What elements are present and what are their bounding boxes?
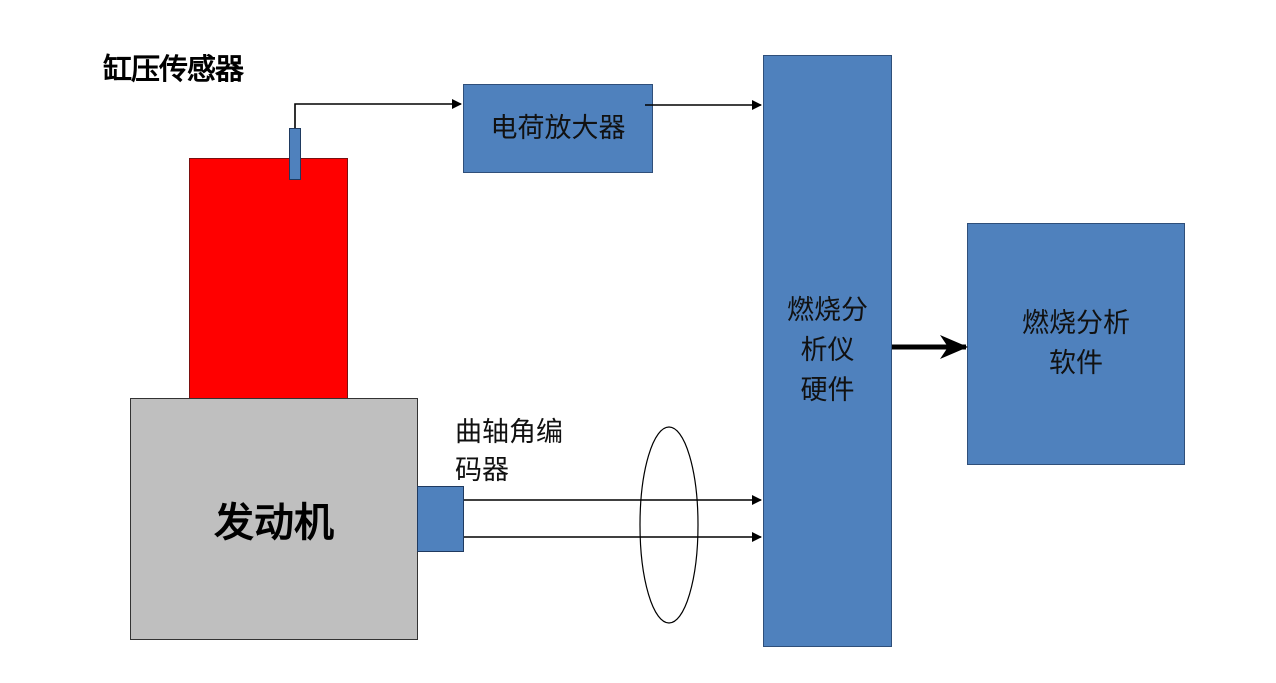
hardware-label-line2: 析仪 (800, 335, 855, 366)
encoder-label-line1: 曲轴角编 (455, 417, 563, 448)
software-label-line1: 燃烧分析 (1022, 308, 1130, 339)
charge-amplifier-box: 电荷放大器 (463, 84, 653, 173)
encoder-label: 曲轴角编 码器 (455, 414, 605, 490)
hardware-label-line3: 硬件 (800, 375, 855, 406)
crank-angle-encoder (417, 486, 464, 552)
combustion-analysis-software-box: 燃烧分析 软件 (967, 223, 1185, 465)
engine-cylinder (189, 158, 348, 399)
charge-amplifier-label: 电荷放大器 (490, 112, 626, 144)
diagram-title: 缸压传感器 (103, 52, 244, 86)
signal-bundle-ellipse (639, 426, 699, 624)
engine-block: 发动机 (130, 398, 418, 640)
encoder-label-line2: 码器 (455, 455, 509, 486)
sensor-to-amplifier-arrow (294, 99, 462, 128)
hardware-label-line1: 燃烧分 (787, 295, 868, 326)
engine-label: 发动机 (214, 500, 334, 546)
combustion-analyzer-hardware-box: 燃烧分 析仪 硬件 (763, 55, 892, 647)
software-label-line2: 软件 (1049, 348, 1103, 379)
pressure-sensor (289, 128, 301, 180)
